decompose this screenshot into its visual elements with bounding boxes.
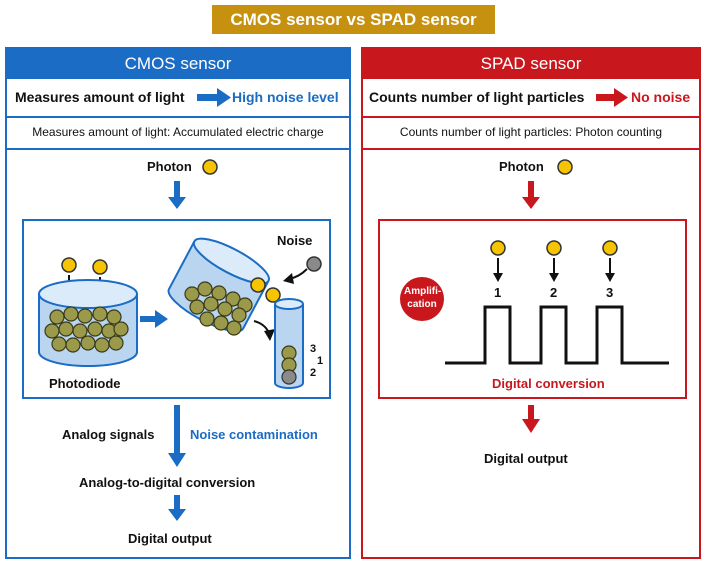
down-arrow-icon — [168, 495, 186, 521]
photodiode-label: Photodiode — [49, 376, 121, 391]
amplification-badge — [400, 277, 444, 321]
right-arrow-icon — [140, 310, 168, 328]
noise-label: Noise — [277, 233, 313, 248]
cmos-panel: CMOS sensor Measures amount of light Hig… — [5, 47, 351, 559]
cmos-noise-result: High noise level — [232, 89, 339, 105]
cmos-diagram — [22, 159, 331, 521]
pulse-label-2: 2 — [550, 285, 558, 300]
cmos-header: CMOS sensor — [7, 49, 349, 79]
down-arrow-icon — [168, 405, 186, 467]
amplification-label: Amplifi- cation — [404, 286, 442, 310]
page-title: CMOS sensor vs SPAD sensor — [212, 5, 495, 34]
pulse-signal — [445, 305, 669, 365]
adc-label: Analog-to-digital conversion — [79, 475, 256, 490]
count-label: 1 — [317, 355, 324, 367]
right-arrow-icon — [596, 88, 628, 107]
right-arrow-icon — [197, 88, 231, 107]
cmos-description: Measures amount of light: Accumulated el… — [7, 116, 349, 150]
spad-description: Counts number of light particles: Photon… — [363, 116, 699, 150]
count-label: 2 — [310, 367, 317, 379]
noise-contamination-label: Noise contamination — [190, 427, 318, 442]
spad-panel: SPAD sensor Counts number of light parti… — [361, 47, 701, 559]
noise-particle-icon — [306, 256, 322, 272]
cmos-measure-label: Measures amount of light — [15, 89, 185, 105]
cmos-diagram-box — [22, 219, 331, 399]
photon-icon — [202, 159, 218, 175]
digital-conversion-label: Digital conversion — [492, 376, 605, 391]
spad-header: SPAD sensor — [363, 49, 699, 79]
cmos-summary-row: Measures amount of light High noise leve… — [7, 79, 349, 118]
photon-icon — [490, 240, 618, 256]
down-arrow-icon — [522, 181, 540, 209]
count-label: 3 — [310, 343, 317, 355]
down-arrow-icon — [522, 405, 540, 433]
down-arrow-icon — [168, 181, 186, 209]
cmos-photon-label: Photon — [147, 159, 192, 174]
spad-photon-label: Photon — [499, 159, 544, 174]
analog-signals-label: Analog signals — [62, 427, 155, 442]
spad-count-label: Counts number of light particles — [369, 89, 585, 105]
spad-noise-result: No noise — [631, 89, 691, 105]
spad-digital-output-label: Digital output — [484, 451, 568, 466]
cmos-digital-output-label: Digital output — [128, 531, 212, 546]
pulse-label-3: 3 — [606, 285, 614, 300]
spad-diagram-box — [378, 219, 687, 399]
spad-summary-row: Counts number of light particles No nois… — [363, 79, 699, 118]
photon-icon — [557, 159, 573, 175]
spad-diagram — [378, 159, 687, 433]
pulse-label-1: 1 — [494, 285, 502, 300]
